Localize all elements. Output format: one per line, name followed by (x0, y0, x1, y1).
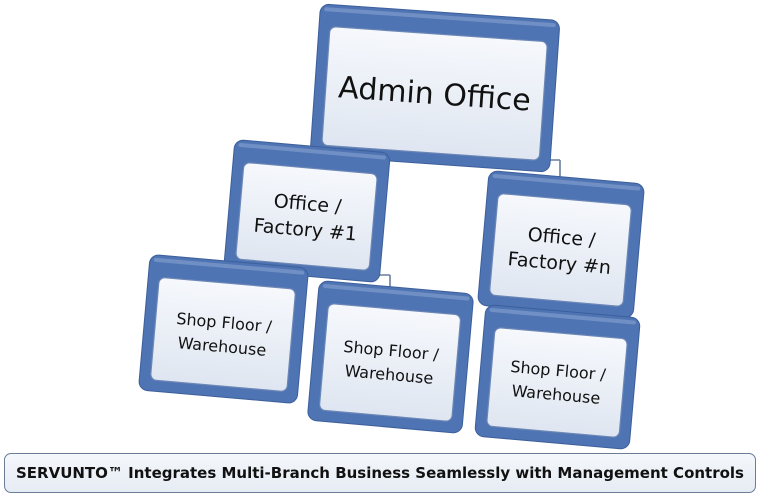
node-back-highlight (322, 284, 470, 301)
node-back-highlight (324, 7, 556, 28)
caption-bar: SERVUNTO™ Integrates Multi-Branch Busine… (4, 453, 756, 493)
node-factoryN: Office /Factory #n (477, 170, 645, 319)
node-front-panel (486, 327, 628, 438)
node-front-panel (321, 26, 548, 161)
node-back-highlight (238, 142, 386, 160)
caption-text: SERVUNTO™ Integrates Multi-Branch Busine… (15, 464, 744, 482)
node-shop1: Shop Floor /Warehouse (138, 254, 309, 404)
node-shop2: Shop Floor /Warehouse (307, 280, 474, 434)
node-back-highlight (153, 257, 305, 275)
node-back-highlight (489, 308, 637, 325)
node-admin: Admin Office (310, 3, 560, 173)
node-back-highlight (492, 173, 641, 191)
node-front-panel (489, 193, 632, 307)
node-front-panel (150, 277, 296, 392)
node-front-panel (235, 162, 378, 271)
node-factory1: Office /Factory #1 (223, 139, 391, 283)
node-shop3: Shop Floor /Warehouse (474, 304, 641, 450)
node-front-panel (319, 303, 462, 422)
